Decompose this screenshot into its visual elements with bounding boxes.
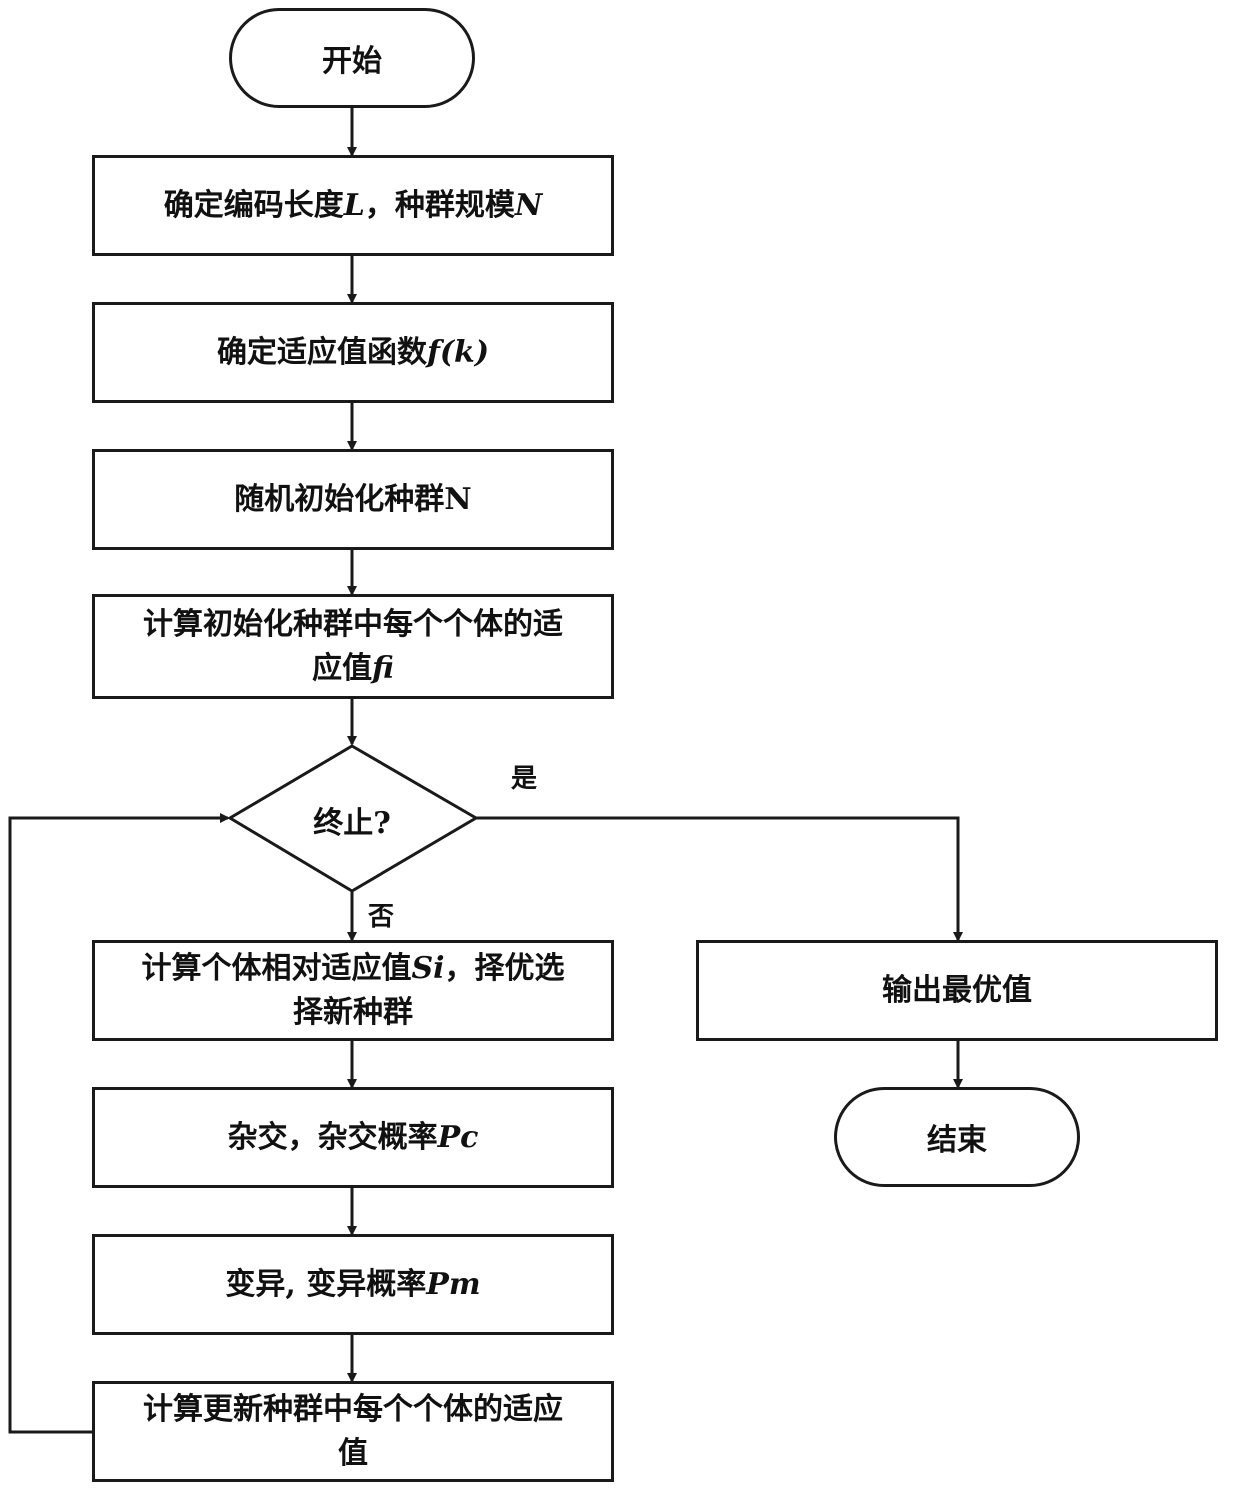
start-terminal: 开始: [229, 8, 475, 108]
step4-text-a: 计算初始化种群中每个个体的适: [143, 606, 563, 642]
step-relative-fitness-selection: 计算个体相对适应值Si，择优选 择新种群: [92, 940, 614, 1041]
end-label: 结束: [927, 1123, 987, 1158]
step4-text-b: 应值: [312, 650, 373, 686]
step6-var-Pc: Pc: [437, 1119, 479, 1155]
decision-label: 终止?: [313, 806, 391, 841]
step-encoding-length: 确定编码长度L，种群规模N: [92, 155, 614, 256]
arrow-loop-back: [8, 813, 230, 1434]
step1-var-N: N: [514, 187, 543, 223]
output-optimal-value: 输出最优值: [696, 940, 1218, 1041]
step-compute-updated-fitness: 计算更新种群中每个个体的适应 值: [92, 1381, 614, 1482]
step5-text-a: 计算个体相对适应值: [141, 950, 412, 986]
step-compute-init-fitness: 计算初始化种群中每个个体的适 应值fi: [92, 594, 614, 699]
step3-text: 随机初始化种群N: [234, 481, 472, 517]
start-label: 开始: [322, 44, 382, 79]
step1-text-b: ，种群规模: [364, 187, 515, 223]
step7-text: 变异, 变异概率: [225, 1266, 427, 1302]
step8-text-a: 计算更新种群中每个个体的适应: [143, 1391, 563, 1427]
output-text: 输出最优值: [882, 972, 1032, 1008]
step8-text-b: 值: [338, 1435, 368, 1471]
step-crossover: 杂交，杂交概率Pc: [92, 1087, 614, 1188]
step1-var-L: L: [343, 187, 365, 223]
step5-text-c: 择新种群: [293, 994, 413, 1030]
end-terminal: 结束: [834, 1087, 1080, 1187]
step-fitness-function: 确定适应值函数f(k): [92, 302, 614, 403]
step-random-init: 随机初始化种群N: [92, 449, 614, 550]
yes-label: 是: [511, 764, 538, 794]
step-mutation: 变异, 变异概率Pm: [92, 1234, 614, 1335]
step5-text-b: ，择优选: [444, 950, 565, 986]
step1-text-a: 确定编码长度: [163, 187, 344, 223]
arrow-decision-output: [476, 816, 963, 942]
step5-var-Si: Si: [411, 950, 445, 986]
step2-text: 确定适应值函数: [216, 334, 427, 370]
no-label: 否: [368, 902, 395, 932]
step7-var-Pm: Pm: [426, 1266, 481, 1302]
step6-text: 杂交，杂交概率: [227, 1119, 438, 1155]
step2-var-f: f(k): [426, 334, 490, 370]
step4-var-fi: fi: [372, 650, 394, 686]
